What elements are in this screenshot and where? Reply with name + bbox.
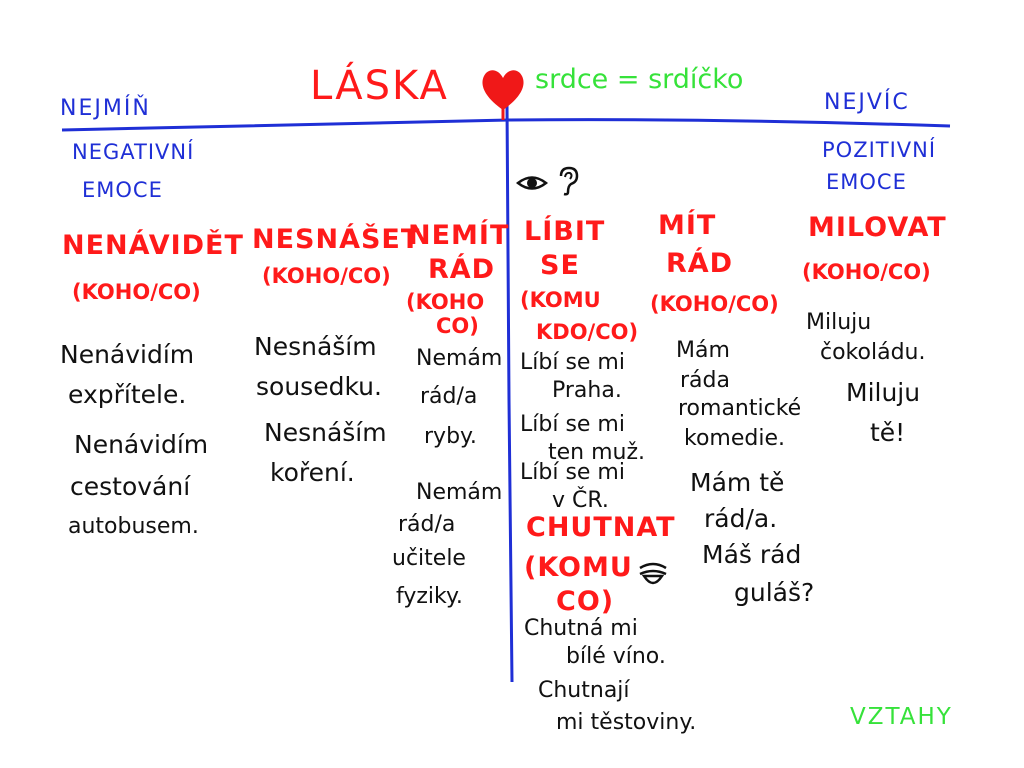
verb-libit-se-1: LÍBIT [524, 216, 606, 247]
example-text: tě! [870, 418, 906, 447]
left-end-label: NEJMÍŇ [60, 96, 151, 121]
example-text: Nenávidím [60, 340, 195, 369]
example-text: koření. [270, 458, 355, 487]
verb-nesnaset: NESNÁŠET [252, 224, 421, 255]
example-text: bílé víno. [566, 644, 666, 669]
verb-mit-rad-1: MÍT [658, 210, 717, 241]
example-text: Praha. [552, 378, 622, 403]
case-nesnaset: (KOHO/CO) [262, 264, 391, 288]
example-text: Nesnáším [254, 332, 377, 361]
case-nemit-rad-1: (KOHO [406, 290, 485, 314]
horizontal-axis [61, 118, 951, 132]
verb-mit-rad-2: RÁD [666, 248, 734, 279]
example-text: Chutná mi [524, 616, 638, 641]
eye-icon [516, 176, 548, 190]
example-text: Máš rád [702, 540, 802, 569]
example-text: Nemám [416, 346, 503, 371]
corner-label: VZTAHY [850, 704, 953, 730]
right-end-desc-2: EMOCE [826, 170, 907, 194]
example-text: Miluju [846, 378, 921, 407]
case-libit-se-2: KDO/CO) [536, 320, 639, 344]
example-text: fyziky. [396, 584, 463, 609]
example-text: romantické [678, 396, 802, 421]
verb-nemit-rad-2: RÁD [428, 254, 496, 285]
case-mit-rad: (KOHO/CO) [650, 292, 779, 316]
example-text: v ČR. [552, 488, 609, 513]
verb-nenavidet: NENÁVIDĚT [62, 230, 244, 261]
case-nenavidet: (KOHO/CO) [72, 280, 201, 304]
example-text: Mám [676, 338, 730, 363]
example-text: čokoládu. [820, 340, 926, 365]
example-text: Líbí se mi [520, 350, 625, 375]
example-text: sousedku. [256, 372, 382, 401]
example-text: mi těstoviny. [556, 710, 697, 735]
example-text: rád/a. [704, 504, 778, 533]
verb-libit-se-2: SE [540, 250, 580, 281]
example-text: rád/a [420, 384, 478, 409]
right-end-label: NEJVÍC [824, 90, 910, 115]
verb-milovat: MILOVAT [808, 212, 947, 243]
vertical-divider [505, 103, 514, 683]
example-text: expřítele. [68, 380, 187, 409]
example-text: guláš? [734, 578, 815, 607]
example-text: Nenávidím [74, 430, 209, 459]
case-milovat: (KOHO/CO) [802, 260, 931, 284]
example-text: komedie. [684, 426, 785, 451]
verb-chutnat: CHUTNAT [526, 512, 676, 543]
example-text: Mám tě [690, 468, 785, 497]
example-text: Nemám [416, 480, 503, 505]
example-text: Miluju [806, 310, 872, 335]
verb-nemit-rad-1: NEMÍT [408, 220, 510, 251]
example-text: ráda [680, 368, 730, 393]
tongue-icon [639, 562, 667, 585]
ear-icon [559, 166, 579, 196]
example-text: ten muž. [548, 440, 646, 465]
case-chutnat-1: (KOMU [524, 552, 633, 583]
example-text: autobusem. [68, 514, 199, 539]
page-title: LÁSKA [310, 63, 449, 109]
example-text: Chutnají [538, 678, 630, 703]
heart-icon [482, 70, 524, 120]
example-text: Líbí se mi [520, 412, 625, 437]
case-chutnat-2: CO) [556, 586, 615, 617]
example-text: učitele [392, 546, 466, 571]
left-end-desc-2: EMOCE [82, 178, 163, 202]
heart-subtitle: srdce = srdíčko [535, 64, 744, 95]
example-text: cestování [70, 472, 191, 501]
left-end-desc-1: NEGATIVNÍ [72, 140, 195, 164]
case-libit-se-1: (KOMU [520, 288, 601, 312]
example-text: rád/a [398, 512, 456, 537]
case-nemit-rad-2: CO) [436, 314, 479, 338]
example-text: Nesnáším [264, 418, 387, 447]
example-text: ryby. [424, 424, 477, 449]
right-end-desc-1: POZITIVNÍ [822, 138, 937, 162]
example-text: Líbí se mi [520, 460, 625, 485]
